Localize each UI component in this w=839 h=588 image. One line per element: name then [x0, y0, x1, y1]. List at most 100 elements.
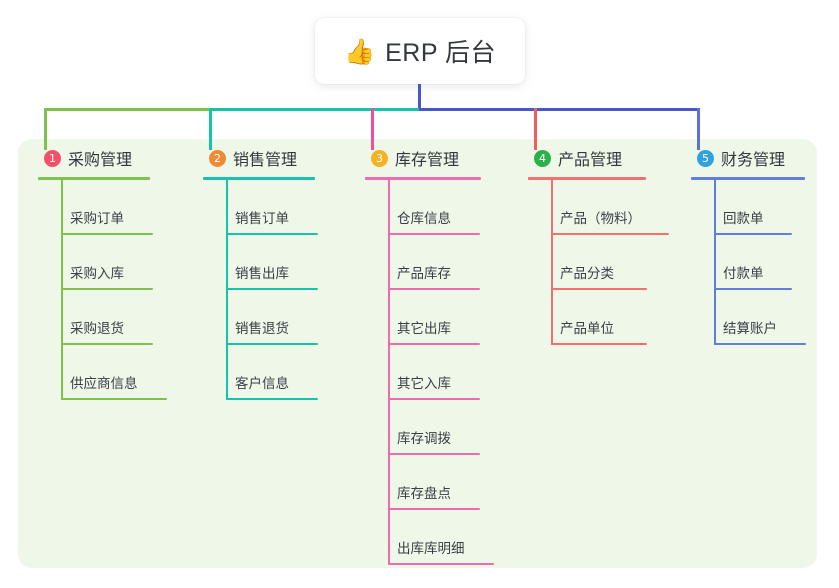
- branch-spine: [388, 180, 390, 565]
- branch-item[interactable]: 客户信息: [226, 345, 318, 400]
- branch-item-label: 结算账户: [723, 321, 777, 336]
- branch-number-badge: 1: [44, 149, 61, 167]
- connector-drop-3: [371, 108, 374, 150]
- branch-item[interactable]: 其它入库: [388, 345, 481, 400]
- branch-item[interactable]: 其它出库: [388, 290, 481, 345]
- branch-title: 财务管理: [721, 152, 786, 169]
- branch-header-rule: [203, 177, 315, 180]
- branch-item[interactable]: 产品分类: [551, 235, 647, 290]
- branch-item-label: 采购入库: [70, 266, 124, 281]
- branch-item-label: 付款单: [723, 266, 764, 281]
- branch-spine: [714, 180, 716, 345]
- branch-item-rule: [551, 288, 647, 290]
- branch-item-rule: [388, 453, 480, 455]
- branch-item-rule: [61, 398, 167, 400]
- branch-spine: [226, 180, 228, 400]
- branch-number-badge: 4: [534, 149, 551, 167]
- branch-item-rule: [226, 343, 318, 345]
- branch-item-label: 供应商信息: [70, 376, 138, 391]
- branch-column-3: 3 库存管理仓库信息产品库存其它出库其它入库库存调拨库存盘点出库库明细: [365, 146, 494, 565]
- branch-item-rule: [388, 563, 494, 565]
- branch-title: 销售管理: [233, 152, 298, 169]
- connector-drop-4: [534, 108, 537, 150]
- branch-title: 库存管理: [395, 152, 460, 169]
- branch-item-rule: [388, 398, 480, 400]
- branch-item[interactable]: 库存调拨: [388, 400, 481, 455]
- branch-header-5[interactable]: 5 财务管理: [691, 146, 805, 170]
- branch-item-rule: [551, 343, 647, 345]
- branch-item-rule: [226, 288, 318, 290]
- branch-item[interactable]: 销售出库: [226, 235, 318, 290]
- branch-item-rule: [61, 233, 153, 235]
- branch-item[interactable]: 采购退货: [61, 290, 153, 345]
- thumbs-up-icon: 👍: [343, 36, 376, 66]
- branch-item[interactable]: 付款单: [714, 235, 805, 290]
- branch-item[interactable]: 销售订单: [226, 180, 318, 235]
- root-node-title: ERP 后台: [385, 39, 497, 67]
- branch-item[interactable]: 供应商信息: [61, 345, 167, 400]
- branch-item-rule: [551, 233, 669, 235]
- branch-item-label: 产品（物料）: [560, 211, 641, 226]
- branch-item-rule: [388, 508, 480, 510]
- branch-item-label: 销售出库: [235, 266, 289, 281]
- branch-item[interactable]: 产品单位: [551, 290, 647, 345]
- root-node-card[interactable]: 👍 ERP 后台: [315, 18, 525, 84]
- branch-item[interactable]: 库存盘点: [388, 455, 481, 510]
- connector-bus-segment-2: [209, 108, 422, 111]
- connector-root-stem: [418, 84, 421, 111]
- branch-item-rule: [388, 343, 480, 345]
- connector-bus-segment-1: [44, 108, 212, 111]
- branch-item-rule: [61, 288, 153, 290]
- branch-header-rule: [38, 177, 150, 180]
- branch-item[interactable]: 仓库信息: [388, 180, 481, 235]
- branch-item-rule: [714, 233, 792, 235]
- branch-item[interactable]: 出库库明细: [388, 510, 494, 565]
- branch-column-1: 1 采购管理采购订单采购入库采购退货供应商信息: [38, 146, 167, 400]
- branch-item-list: 产品（物料） 产品分类产品单位: [528, 180, 669, 345]
- branch-item-label: 仓库信息: [397, 211, 451, 226]
- branch-number-badge: 5: [697, 149, 714, 167]
- connector-drop-1: [44, 108, 47, 150]
- branch-item-label: 其它出库: [397, 321, 451, 336]
- branch-title: 产品管理: [558, 152, 623, 169]
- branch-item-label: 产品单位: [560, 321, 614, 336]
- branch-item[interactable]: 结算账户: [714, 290, 806, 345]
- branch-item-label: 采购退货: [70, 321, 124, 336]
- branch-item-rule: [388, 233, 480, 235]
- branch-item[interactable]: 销售退货: [226, 290, 318, 345]
- branch-item[interactable]: 采购订单: [61, 180, 153, 235]
- branch-column-5: 5 财务管理回款单付款单结算账户: [691, 146, 806, 345]
- branch-item-label: 出库库明细: [397, 541, 465, 556]
- branch-item[interactable]: 产品（物料）: [551, 180, 669, 235]
- branch-item-label: 销售订单: [235, 211, 289, 226]
- branch-item-rule: [714, 288, 792, 290]
- branch-title: 采购管理: [68, 152, 133, 169]
- branch-spine: [61, 180, 63, 400]
- branch-header-rule: [528, 177, 646, 180]
- branch-item-list: 回款单付款单结算账户: [691, 180, 806, 345]
- branch-item-rule: [714, 343, 806, 345]
- branch-header-4[interactable]: 4 产品管理: [528, 146, 646, 170]
- branch-item-label: 其它入库: [397, 376, 451, 391]
- branch-item-label: 产品分类: [560, 266, 614, 281]
- branch-header-rule: [365, 177, 481, 180]
- branch-item[interactable]: 回款单: [714, 180, 805, 235]
- branch-item[interactable]: 采购入库: [61, 235, 153, 290]
- branch-item-label: 采购订单: [70, 211, 124, 226]
- connector-bus-segment-3: [419, 108, 700, 111]
- branch-item-label: 库存调拨: [397, 431, 451, 446]
- connector-drop-2: [209, 108, 212, 150]
- branch-header-3[interactable]: 3 库存管理: [365, 146, 481, 170]
- branch-item-rule: [388, 288, 480, 290]
- branch-item-label: 库存盘点: [397, 486, 451, 501]
- branch-item[interactable]: 产品库存: [388, 235, 481, 290]
- branch-number-badge: 3: [371, 149, 388, 167]
- branch-column-4: 4 产品管理产品（物料） 产品分类产品单位: [528, 146, 669, 345]
- branch-spine: [551, 180, 553, 345]
- branch-item-label: 回款单: [723, 211, 764, 226]
- connector-drop-5: [697, 108, 700, 150]
- diagram-background-panel: [18, 139, 817, 568]
- branch-header-1[interactable]: 1 采购管理: [38, 146, 150, 170]
